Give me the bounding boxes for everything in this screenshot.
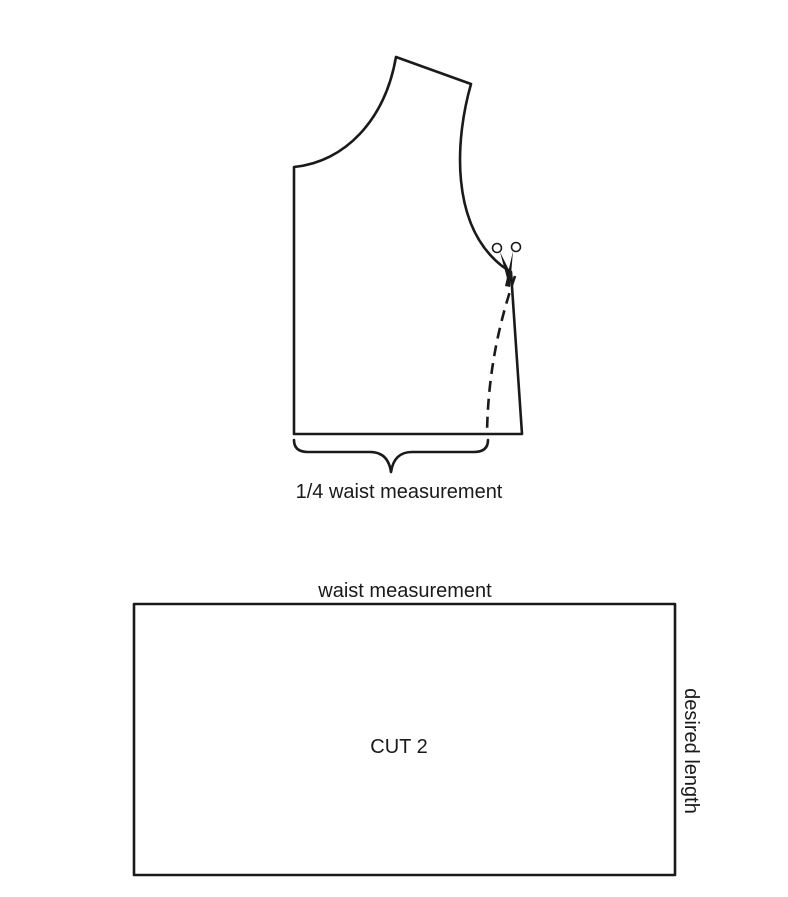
bodice-pattern-piece — [292, 55, 524, 436]
quarter-waist-label: 1/4 waist measurement — [296, 481, 503, 503]
bodice-outline — [292, 55, 524, 436]
waistband-rectangle — [132, 602, 677, 877]
cut-instruction-label: CUT 2 — [370, 736, 427, 758]
cut-line — [485, 275, 517, 435]
scissors-icon — [491, 241, 522, 287]
waist-measurement-label: waist measurement — [317, 580, 492, 602]
curly-brace-icon — [292, 438, 490, 474]
desired-length-label: desired length — [680, 688, 702, 814]
